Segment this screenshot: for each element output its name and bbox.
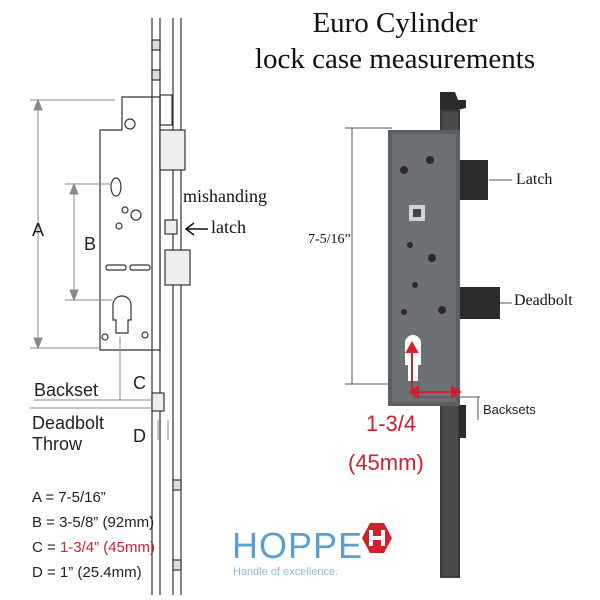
hoppe-logo-text: HOPPE xyxy=(232,525,364,566)
label-d: D xyxy=(133,426,146,446)
legend-a: A = 7-5/16” xyxy=(32,489,106,506)
left-lock-case xyxy=(99,18,191,595)
backset-label: Backset xyxy=(34,380,99,400)
right-lock-case xyxy=(388,92,500,578)
throw-label: Throw xyxy=(32,434,83,454)
backset-mm: (45mm) xyxy=(348,450,424,475)
legend-d: D = 1” (25.4mm) xyxy=(32,564,142,581)
backset-red-indicator xyxy=(405,340,462,399)
mishanding-label: mishanding xyxy=(183,186,267,206)
right-dimension-lines xyxy=(345,127,512,420)
deadbolt-right-label: Deadbolt xyxy=(514,292,573,309)
backset-value: 1-3/4 xyxy=(366,411,417,436)
height-label: 7-5/16” xyxy=(308,232,351,247)
legend-c-prefix: C = xyxy=(32,539,60,556)
hoppe-tagline: Handle of excellence. xyxy=(233,566,339,578)
legend-b: B = 3-5/8” (92mm) xyxy=(32,514,155,531)
label-c: C xyxy=(133,373,146,393)
page-title-line1: Euro Cylinder xyxy=(312,7,478,39)
legend-c: C = 1-3/4” (45mm) xyxy=(32,538,155,558)
mishanding-latch-label: latch xyxy=(211,217,246,237)
label-b: B xyxy=(84,234,97,254)
latch-label: Latch xyxy=(516,171,553,188)
backsets-label: Backsets xyxy=(483,402,536,417)
page-title-line2: lock case measurements xyxy=(254,43,536,75)
hoppe-logo-mark xyxy=(362,523,392,553)
deadbolt-label: Deadbolt xyxy=(32,413,105,433)
mishanding-arrow xyxy=(184,222,208,236)
label-a: A xyxy=(32,220,45,240)
left-dimension-lines xyxy=(30,98,169,440)
legend-c-value: 1-3/4” (45mm) xyxy=(59,539,155,556)
